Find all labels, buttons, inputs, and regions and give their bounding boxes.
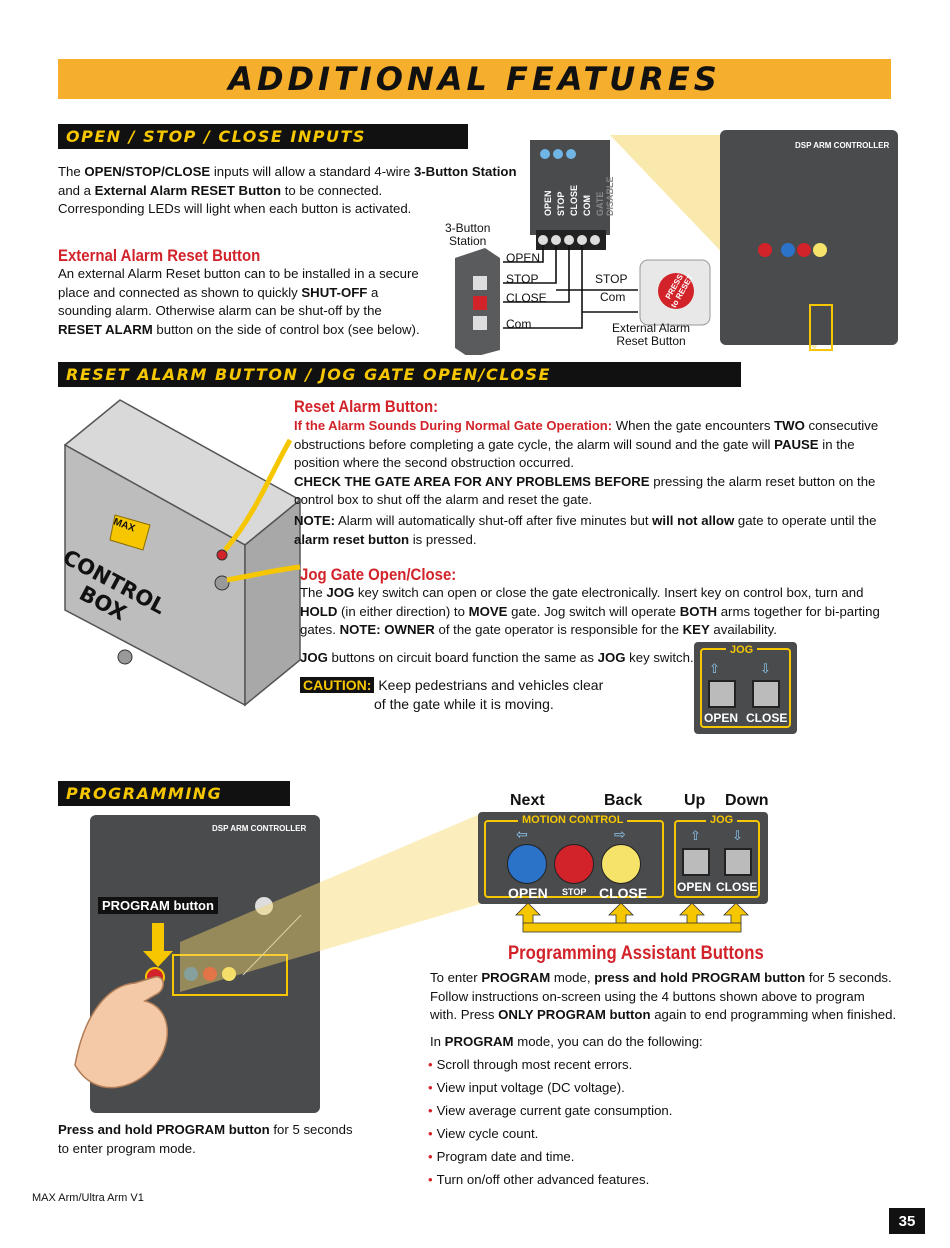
jog-up-button[interactable] (682, 848, 710, 876)
caution-block: CAUTION: Keep pedestrians and vehicles c… (300, 676, 603, 714)
jog-open-label: OPEN (704, 711, 739, 725)
nav-label-next: Next (510, 792, 545, 809)
page-banner: Additional Features (58, 59, 891, 99)
programming-panel: MOTION CONTROL JOG ⇦ ⇨ ⇧ ⇩ OPEN STOP CLO… (478, 812, 768, 904)
assistant-heading: Programming Assistant Buttons (508, 943, 764, 964)
footer-text: MAX Arm/Ultra Arm V1 (32, 1192, 144, 1204)
led-icon (540, 149, 550, 159)
control-box-illustration (63, 399, 302, 707)
section-header-reset-jog: Reset Alarm Button / Jog Gate Open/Close (58, 362, 741, 387)
caution-label: CAUTION: (300, 677, 375, 693)
jog-close-label: CLOSE (716, 880, 758, 894)
reset-alarm-heading: Reset Alarm Button: (294, 397, 439, 416)
reset-alarm-note: NOTE: Alarm will automatically shut-off … (294, 513, 877, 547)
down-arrow-icon: ⇩ (760, 661, 771, 676)
nav-label-back: Back (604, 792, 643, 809)
reset-alarm-text: If the Alarm Sounds During Normal Gate O… (294, 418, 879, 507)
board-title: DSP ARM CONTROLLER (212, 824, 307, 833)
assistant-connector (515, 903, 749, 933)
jog-buttons-text: JOG buttons on circuit board function th… (300, 650, 694, 665)
list-item: View input voltage (DC voltage). (428, 1076, 672, 1099)
hand-icon (74, 976, 169, 1089)
jog-close-label: CLOSE (746, 711, 788, 725)
board-title-top: DSP ARM CONTROLLER (795, 141, 890, 150)
jog-down-button[interactable] (724, 848, 752, 876)
page-title: Additional Features (228, 60, 721, 98)
section-header-programming: Programming (58, 781, 290, 806)
external-reset-heading: External Alarm Reset Button (58, 246, 261, 265)
jog-heading: Jog Gate Open/Close: (300, 565, 457, 584)
program-instructions: To enter PROGRAM mode, press and hold PR… (430, 970, 897, 1022)
motion-control-title: MOTION CONTROL (518, 814, 628, 826)
dsp-controller-board (720, 130, 898, 345)
program-pointer-illustration (74, 915, 302, 1089)
list-item: Program date and time. (428, 1145, 672, 1168)
wiring-diagram (455, 130, 898, 355)
jog-text: The JOG key switch can open or close the… (300, 585, 880, 637)
wire-label-com: Com (506, 317, 532, 331)
program-mode-intro: In PROGRAM mode, you can do the followin… (430, 1034, 703, 1049)
inputs-intro: The OPEN/STOP/CLOSE inputs will allow a … (58, 164, 517, 216)
ext-wire-label-com: Com (600, 290, 626, 304)
terminal-labels: OPEN STOP CLOSE COM GATE DISABLE (543, 176, 615, 216)
wire-label-stop: STOP (506, 272, 539, 286)
close-label: CLOSE (599, 885, 648, 901)
external-reset-text: An external Alarm Reset button can to be… (58, 266, 420, 337)
wire-label-close: CLOSE (506, 291, 547, 305)
list-item: View average current gate consumption. (428, 1099, 673, 1122)
jog-panel-title: JOG (726, 644, 758, 656)
jog-title: JOG (706, 814, 738, 826)
section-title: Reset Alarm Button / Jog Gate Open/Close (66, 365, 551, 384)
stop-button[interactable] (554, 844, 594, 884)
up-arrow-icon: ⇧ (709, 661, 720, 676)
close-button[interactable] (601, 844, 641, 884)
list-item: View cycle count. (428, 1122, 672, 1145)
jog-open-button[interactable] (708, 680, 736, 708)
jog-panel: JOG ⇧ ⇩ OPEN CLOSE (694, 642, 797, 734)
program-features-list: Scroll through most recent errors. View … (428, 1053, 673, 1191)
program-button-label: PROGRAM button (98, 897, 218, 914)
stop-label: STOP (562, 887, 587, 897)
ext-wire-label-stop: STOP (595, 272, 628, 286)
jog-close-button[interactable] (752, 680, 780, 708)
program-caption: Press and hold PROGRAM button for 5 seco… (58, 1122, 353, 1156)
up-arrow-icon: ⇧ (690, 828, 701, 843)
list-item: Scroll through most recent errors. (428, 1053, 672, 1076)
nav-label-up: Up (684, 792, 706, 809)
section-title: Programming (66, 784, 223, 803)
zoom-beam (180, 814, 480, 992)
nav-label-down: Down (725, 792, 769, 809)
section-header-inputs: Open / Stop / Close Inputs (58, 124, 468, 149)
right-arrow-icon: ⇨ (614, 826, 626, 842)
page-number: 35 (889, 1208, 925, 1234)
open-label: OPEN (508, 885, 548, 901)
open-button[interactable] (507, 844, 547, 884)
wire-label-open: OPEN (506, 251, 541, 265)
down-arrow-icon: ⇩ (732, 828, 743, 843)
list-item: Turn on/off other advanced features. (428, 1168, 672, 1191)
section-title: Open / Stop / Close Inputs (66, 127, 366, 146)
left-arrow-icon: ⇦ (516, 826, 528, 842)
jog-open-label: OPEN (677, 880, 712, 894)
